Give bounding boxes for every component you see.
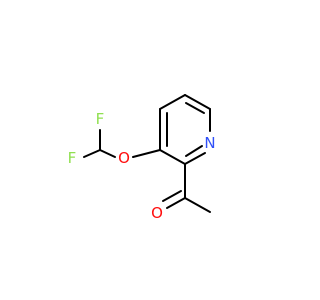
ring-bond-c5-c6 [184,94,211,110]
ring-bond-n-c2-inner [185,145,203,157]
ring-bond-c5-c6-inner [185,102,205,114]
bond-carbonyl-c-o-double [162,190,182,202]
atom-label-oxygen-carbonyl: O [151,204,163,222]
bond-oxygen-chf2 [99,149,116,158]
atom-label-nitrogen-ring: N [204,134,215,152]
bond-carbonyl-c-o [166,197,186,209]
ring-bond-c4-c5 [159,94,186,110]
bond-c3-oxygen [132,149,161,158]
ring-bond-c2-c3 [159,149,186,165]
molecule-structure-diagram: F F O N O [68,94,216,222]
atom-label-oxygen-ether: O [118,149,130,167]
bond-chf2-f-left [83,149,101,158]
atom-label-fluorine-top: F [96,110,105,128]
atom-labels: F F O N O [68,110,216,222]
ring-bond-n-c2 [184,152,206,165]
bonds [83,94,211,213]
bond-carbonyl-c-methyl [184,197,211,213]
atom-label-fluorine-left: F [68,149,77,167]
